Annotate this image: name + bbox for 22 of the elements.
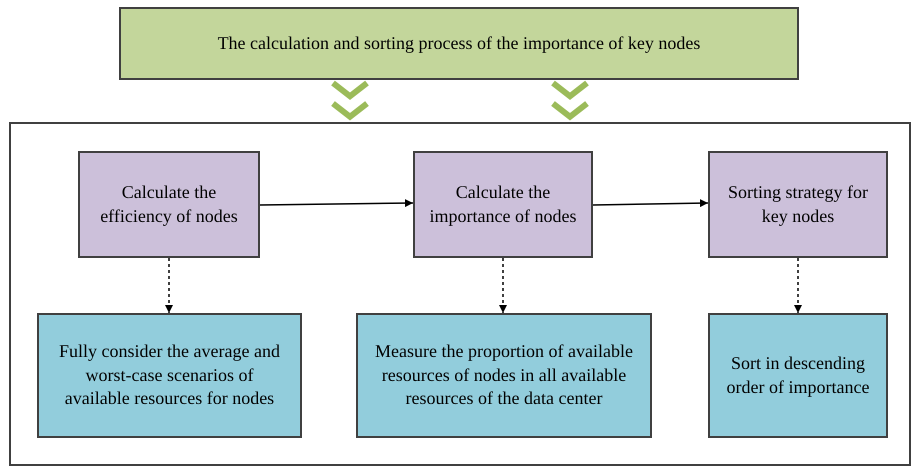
- process-box: [78, 151, 260, 258]
- title-box: [119, 7, 799, 80]
- process-box: [413, 151, 593, 258]
- title-text: The calculation and sorting process of the importance of key nodes: [216, 32, 702, 55]
- node-text: Calculate the efficiency of nodes: [99, 181, 239, 228]
- node-text: Calculate the importance of nodes: [428, 181, 578, 228]
- description-box: [708, 313, 888, 438]
- node-text: Measure the proportion of available resources of nodes in all available resources of the data center: [374, 340, 634, 410]
- chevron-arrow: [330, 80, 370, 120]
- chevron-arrow: [550, 80, 590, 120]
- arrow: [165, 258, 173, 313]
- container-frame: [9, 122, 911, 466]
- arrow: [499, 258, 507, 313]
- arrow: [260, 199, 413, 208]
- description-box: [37, 313, 302, 438]
- arrow: [794, 258, 802, 313]
- node-text: Fully consider the average and worst-case scenarios of available resources for nodes: [58, 340, 281, 410]
- node-text: Sort in descending order of importance: [726, 352, 870, 399]
- node-text: Sorting strategy for key nodes: [727, 181, 869, 228]
- arrow: [592, 199, 708, 208]
- description-box: [356, 313, 652, 438]
- process-box: [708, 151, 888, 258]
